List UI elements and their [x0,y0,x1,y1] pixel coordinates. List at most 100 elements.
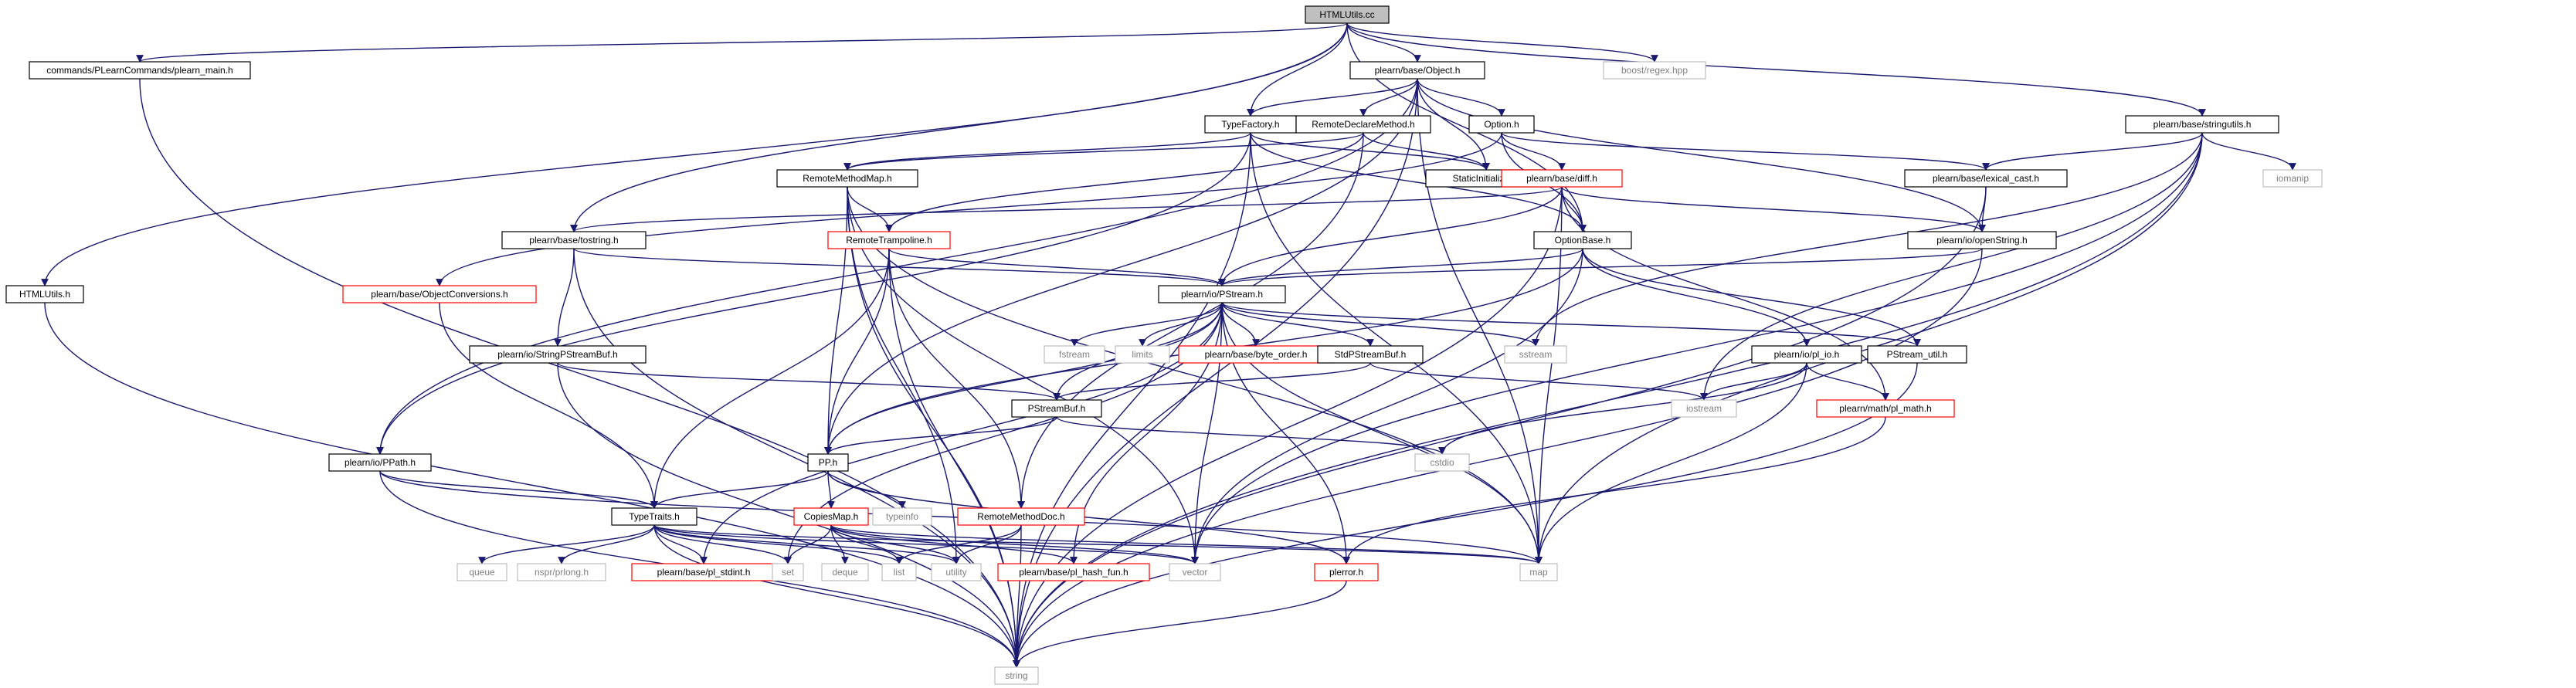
node-tostring[interactable]: plearn/base/tostring.h [501,231,647,249]
node-typefactory[interactable]: TypeFactory.h [1204,115,1297,134]
edge-stdpstreambuf-to-iostream [1369,362,1708,401]
node-pp-h[interactable]: PP.h [807,453,849,472]
node-pl-main[interactable]: commands/PLearnCommands/plearn_main.h [29,61,251,80]
edge-object_h-to-pp_h [824,78,1418,455]
node-boost-regex[interactable]: boost/regex.hpp [1603,61,1706,80]
node-optionbase[interactable]: OptionBase.h [1533,231,1632,249]
node-set[interactable]: set [772,563,804,581]
svg-text:plearn/io/PPath.h: plearn/io/PPath.h [344,457,416,468]
dependency-edges [41,22,2296,668]
edge-remotetrampoline-to-remotemethoddoc [888,248,1025,509]
node-htmlutils-h[interactable]: HTMLUtils.h [5,285,84,303]
edge-remotemethodmap-to-remotetrampoline [847,186,893,232]
svg-text:typeinfo: typeinfo [886,511,918,522]
svg-text:plearn/base/pl_hash_fun.h: plearn/base/pl_hash_fun.h [1019,567,1128,578]
edge-pl_io-to-cstdio [1438,362,1807,455]
node-nspr[interactable]: nspr/prlong.h [517,563,606,581]
edge-pstream-to-fstream [1071,302,1223,347]
node-remotetrampoline[interactable]: RemoteTrampoline.h [827,231,951,249]
svg-text:CopiesMap.h: CopiesMap.h [804,511,859,522]
edge-optionbase-to-pstream [1218,248,1583,286]
node-string[interactable]: string [994,666,1039,685]
edge-typetraits-to-utility [653,524,960,564]
edge-diff_h-to-pstream [1218,186,1563,286]
node-htmlutils-cc[interactable]: HTMLUtils.cc [1305,5,1390,24]
edge-option_h-to-lexical_cast [1501,132,1990,171]
edge-typetraits-to-string [653,524,1020,668]
node-pl-math[interactable]: plearn/math/pl_math.h [1816,399,1955,418]
node-remotemethoddoc[interactable]: RemoteMethodDoc.h [957,507,1085,526]
svg-text:deque: deque [832,567,858,578]
node-queue[interactable]: queue [456,563,507,581]
svg-text:PP.h: PP.h [819,457,837,468]
node-limits[interactable]: limits [1115,345,1170,364]
edge-typetraits-to-queue [478,524,655,564]
node-typeinfo[interactable]: typeinfo [872,507,932,526]
svg-text:RemoteDeclareMethod.h: RemoteDeclareMethod.h [1312,119,1414,130]
node-stringutils[interactable]: plearn/base/stringutils.h [2125,115,2279,134]
svg-text:vector: vector [1183,567,1208,578]
edge-typetraits-to-vector [653,524,1199,564]
node-iomanip[interactable]: iomanip [2262,169,2323,188]
node-lexical-cast[interactable]: plearn/base/lexical_cast.h [1904,169,2068,188]
node-object-h[interactable]: plearn/base/Object.h [1349,61,1485,80]
node-remotedeclare[interactable]: RemoteDeclareMethod.h [1295,115,1431,134]
edge-remotemethoddoc-to-string [1013,524,1022,668]
edge-pl_io-to-map [1535,362,1807,564]
edge-remotedeclare-to-staticinit [1363,132,1490,171]
node-map[interactable]: map [1519,563,1558,581]
edge-htmlutils_h-to-string [44,302,1020,668]
edge-typefactory-to-staticinit [1250,132,1490,171]
node-vector[interactable]: vector [1169,563,1221,581]
node-remotemethodmap[interactable]: RemoteMethodMap.h [776,169,918,188]
edge-typetraits-to-nspr [558,524,655,564]
node-sstream[interactable]: sstream [1504,345,1567,364]
svg-text:plearn/base/stringutils.h: plearn/base/stringutils.h [2153,119,2252,130]
node-copiesmap[interactable]: CopiesMap.h [793,507,869,526]
node-pstreambuf[interactable]: PStreamBuf.h [1011,399,1102,418]
node-pstream-util[interactable]: PStream_util.h [1867,345,1967,364]
node-pl-hash-fun[interactable]: plearn/base/pl_hash_fun.h [997,563,1150,581]
edge-pl_main-to-string [139,78,1020,668]
node-ppath[interactable]: plearn/io/PPath.h [328,453,432,472]
node-deque[interactable]: deque [821,563,869,581]
node-pl-stdint[interactable]: plearn/base/pl_stdint.h [631,563,776,581]
edge-pstream-to-pstream_util [1221,302,1921,347]
node-utility[interactable]: utility [931,563,982,581]
node-typetraits[interactable]: TypeTraits.h [611,507,697,526]
edge-pp_h-to-plerror [827,470,1350,564]
node-byte-order[interactable]: plearn/base/byte_order.h [1178,345,1334,364]
svg-text:TypeFactory.h: TypeFactory.h [1221,119,1279,130]
node-objconv[interactable]: plearn/base/ObjectConversions.h [342,285,537,303]
node-plerror[interactable]: plerror.h [1314,563,1379,581]
node-pstream[interactable]: plearn/io/PStream.h [1158,285,1286,303]
edge-openstring-to-pstream [1218,248,1983,286]
edge-typefactory-to-remotemethodmap [843,132,1251,171]
node-option-h[interactable]: Option.h [1468,115,1535,134]
edge-option_h-to-diff_h [1501,132,1566,171]
edge-remotetrampoline-to-pp_h [824,248,890,455]
edge-copiesmap-to-vector [830,524,1199,564]
svg-text:plearn/base/pl_stdint.h: plearn/base/pl_stdint.h [657,567,751,578]
node-pl-io[interactable]: plearn/io/pl_io.h [1751,345,1862,364]
edge-copiesmap-to-deque [830,524,849,564]
node-fstream[interactable]: fstream [1044,345,1105,364]
node-stringpstreambuf[interactable]: plearn/io/StringPStreamBuf.h [469,345,647,364]
edge-htmlutils_cc-to-pl_main [136,22,1348,63]
edge-pstream-to-stdpstreambuf [1221,302,1374,347]
edge-pstream-to-pp_h [824,302,1223,455]
node-iostream[interactable]: iostream [1671,399,1737,418]
svg-text:fstream: fstream [1059,349,1090,360]
edge-object_h-to-typefactory [1247,78,1418,117]
edge-htmlutils_cc-to-optionbase [1346,22,1587,232]
node-stdpstreambuf[interactable]: StdPStreamBuf.h [1317,345,1424,364]
node-cstdio[interactable]: cstdio [1414,453,1470,472]
svg-text:nspr/prlong.h: nspr/prlong.h [535,567,589,578]
svg-text:set: set [782,567,795,578]
node-openstring[interactable]: plearn/io/openString.h [1907,231,2057,249]
edge-openstring-to-string [1013,248,1983,668]
node-diff-h[interactable]: plearn/base/diff.h [1501,169,1623,188]
edge-remotemethoddoc-to-list [895,524,1022,564]
node-list[interactable]: list [881,563,917,581]
edge-pstreambuf-to-pp_h [824,416,1057,455]
